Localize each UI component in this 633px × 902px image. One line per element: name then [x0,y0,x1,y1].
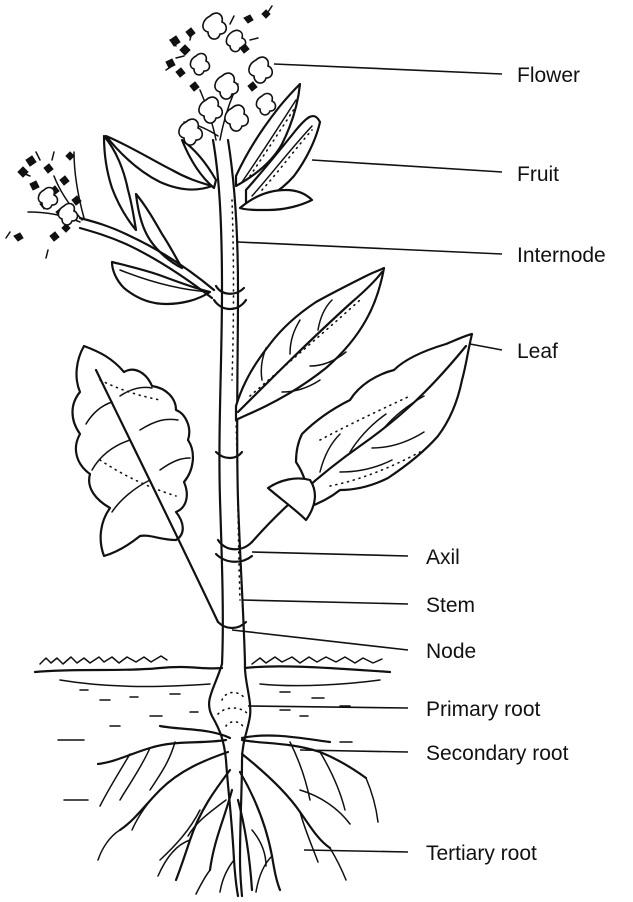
soil-surface [35,656,390,687]
root-system [98,664,378,896]
leader-primary-root [248,706,408,708]
label-leaf: Leaf [517,340,558,363]
leaf-lower-left [73,346,219,622]
leader-internode [238,242,502,254]
label-secondary-root: Secondary root [426,742,569,765]
leader-tertiary-root [304,850,408,852]
leader-fruit [312,160,502,172]
label-flower: Flower [517,64,580,87]
label-tertiary-root: Tertiary root [426,842,537,865]
leader-axil [252,552,408,556]
leader-leaf [470,344,502,350]
label-stem: Stem [426,594,475,617]
leader-node [232,630,408,650]
leader-stem [242,600,408,604]
labels: Flower Fruit Internode Leaf Axil Stem No… [426,64,606,865]
label-internode: Internode [517,244,606,267]
label-fruit: Fruit [517,163,559,186]
label-primary-root: Primary root [426,698,541,721]
flower-cluster-left [6,152,84,258]
label-axil: Axil [426,546,460,569]
leader-flower [274,64,502,74]
flower-cluster-top [166,6,276,145]
label-node: Node [426,640,476,663]
